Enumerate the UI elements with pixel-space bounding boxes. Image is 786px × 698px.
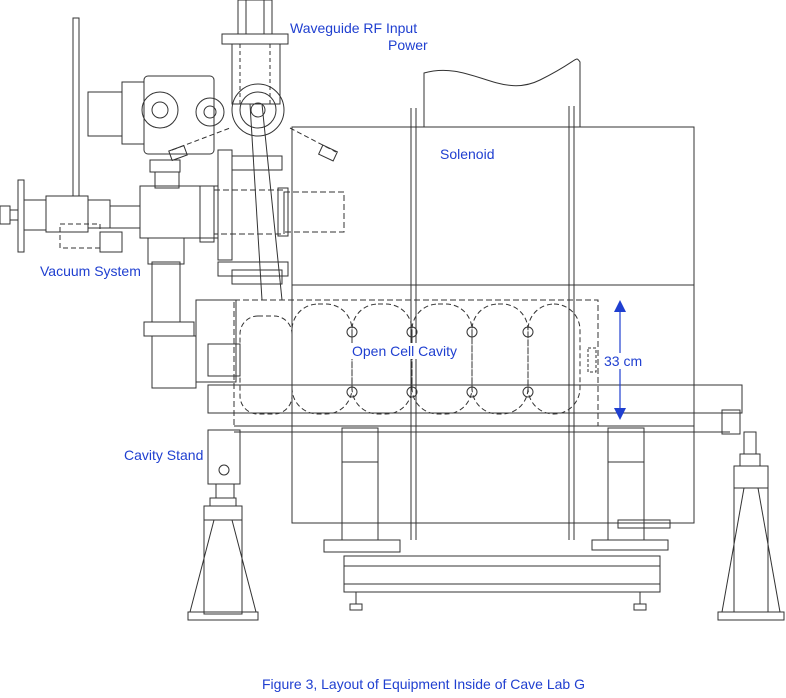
label-waveguide-line1: Waveguide RF Input xyxy=(290,20,418,36)
figure-caption: Figure 3, Layout of Equipment Inside of … xyxy=(262,676,585,692)
arrow-down-icon xyxy=(614,408,626,420)
cavity-stand-right xyxy=(717,409,785,621)
cavity-frame xyxy=(207,299,743,433)
label-open-cell-cavity: Open Cell Cavity xyxy=(350,343,460,359)
label-dimension: 33 cm xyxy=(602,353,645,369)
label-waveguide-line2: Power xyxy=(388,37,428,53)
label-vacuum-system: Vacuum System xyxy=(40,263,141,279)
solenoid-pedestals xyxy=(323,427,671,611)
cavity-stand-left xyxy=(187,429,259,621)
waveguide xyxy=(221,0,289,301)
arrow-up-icon xyxy=(614,300,626,312)
open-cell-cavity xyxy=(239,303,581,415)
label-solenoid: Solenoid xyxy=(440,146,495,162)
vacuum-system xyxy=(0,17,345,389)
label-cavity-stand: Cavity Stand xyxy=(124,447,204,463)
